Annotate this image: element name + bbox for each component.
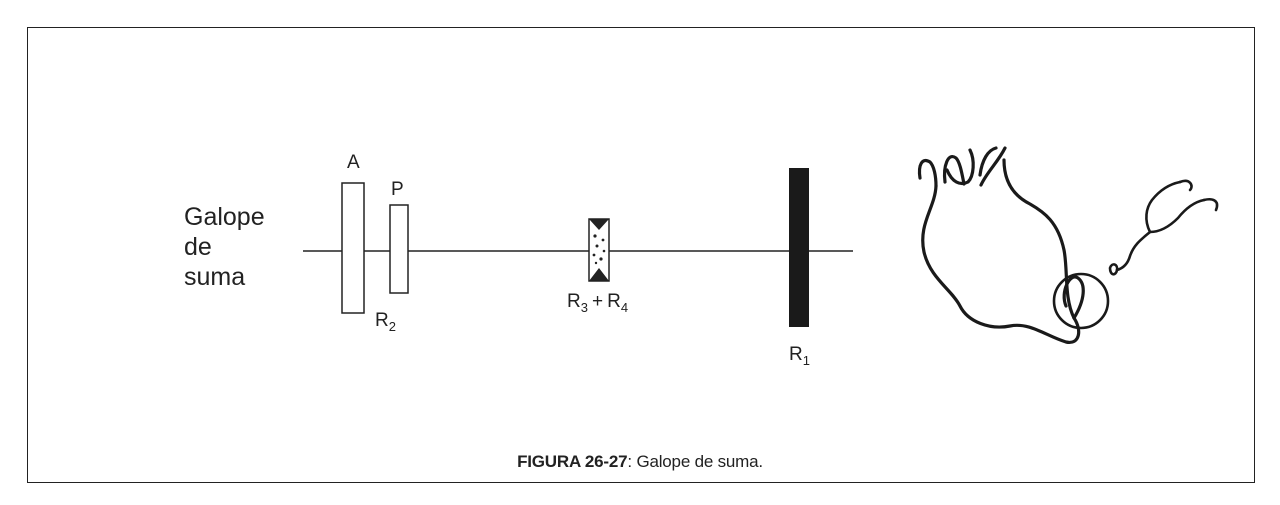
r1-label: R1 (789, 344, 810, 368)
caption-number: FIGURA 26-27 (517, 452, 628, 471)
a-component-bar (341, 182, 365, 314)
r2-label-main: R (375, 310, 389, 331)
p-label: P (391, 179, 404, 200)
galope-de-suma-label: Galope de suma (184, 202, 265, 292)
r2-label: R2 (375, 310, 396, 334)
figure-frame (27, 27, 1255, 483)
caption-text: : Galope de suma. (627, 452, 763, 471)
heart-outline-icon (917, 146, 1085, 344)
r1-component-bar (789, 168, 809, 327)
side-label-line-2: de (184, 233, 212, 261)
r3-r4-label: R3+R4 (567, 291, 628, 315)
side-label-line-3: suma (184, 263, 246, 291)
p-component-bar (389, 204, 409, 294)
r2-label-sub: 2 (389, 319, 396, 334)
figure-caption: FIGURA 26-27: Galope de suma. (0, 452, 1280, 472)
stethoscope-icon (1052, 179, 1219, 330)
side-label-line-1: Galope (184, 203, 265, 231)
a-label: A (347, 152, 360, 173)
r3-r4-summation-bar (588, 218, 610, 282)
